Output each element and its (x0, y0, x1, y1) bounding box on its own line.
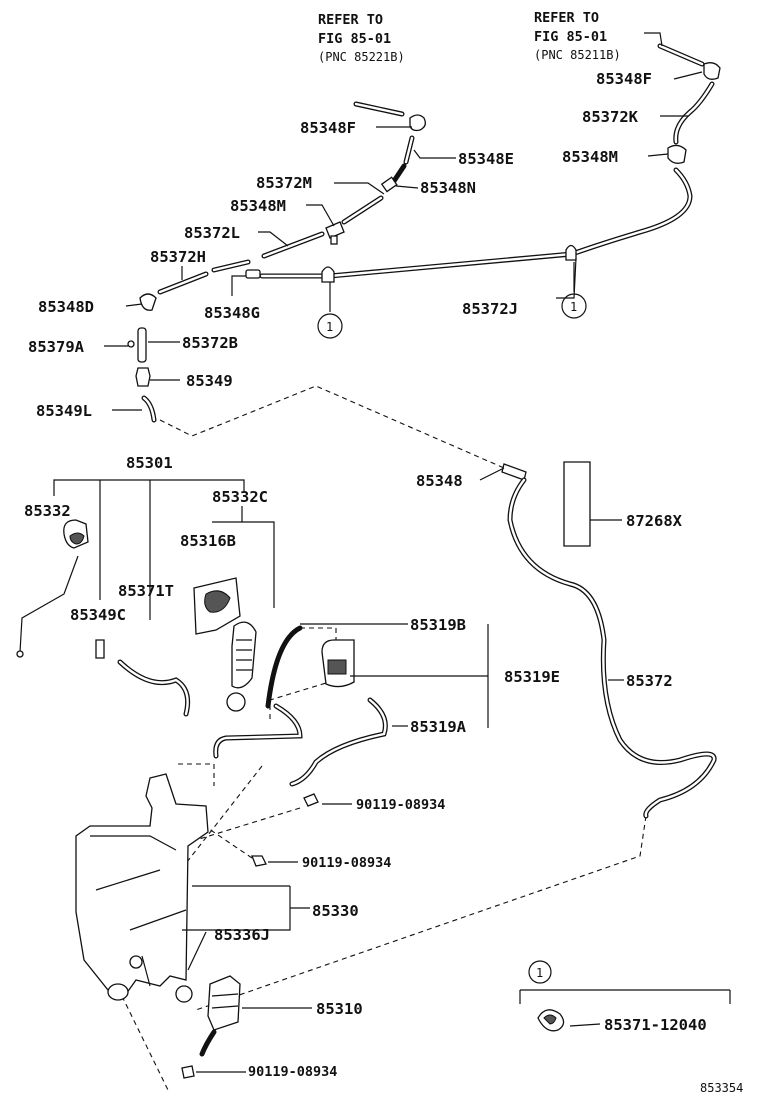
callout-1-left: 1 (326, 320, 333, 334)
label-85349L: 85349L (36, 402, 92, 420)
label-85349C: 85349C (70, 606, 126, 624)
upper-hose-network (127, 43, 721, 423)
label-85319A: 85319A (410, 718, 467, 736)
label-90119-upper: 90119-08934 (356, 797, 445, 813)
label-85348: 85348 (416, 472, 463, 490)
label-85348F-right: 85348F (596, 70, 652, 88)
label-85310: 85310 (316, 1000, 363, 1018)
label-85372J: 85372J (462, 300, 518, 318)
refer-note-right: REFER TO FIG 85-01 (PNC 85211B) (534, 10, 621, 62)
label-85371-12040: 85371-12040 (604, 1016, 707, 1034)
refer-right-line2: FIG 85-01 (534, 29, 607, 45)
refer-right-line1: REFER TO (534, 10, 599, 26)
legend-callout-1: 1 (536, 966, 543, 980)
label-85301: 85301 (126, 454, 173, 472)
label-85348G: 85348G (204, 304, 260, 322)
label-85372L: 85372L (184, 224, 240, 242)
label-85372B: 85372B (182, 334, 238, 352)
label-85348M-left: 85348M (230, 197, 286, 215)
label-85332C: 85332C (212, 488, 268, 506)
label-85319E: 85319E (504, 668, 560, 686)
label-90119-middle: 90119-08934 (302, 855, 391, 871)
refer-left-line2: FIG 85-01 (318, 31, 391, 47)
label-85332: 85332 (24, 502, 71, 520)
label-85372M: 85372M (256, 174, 312, 192)
label-85348N: 85348N (420, 179, 476, 197)
part-labels: 85348F 85372K 85348M 85348F 85348E 85372… (24, 70, 707, 1080)
label-85372K: 85372K (582, 108, 639, 126)
jar-subassembly (16, 479, 275, 717)
refer-right-line3: (PNC 85211B) (534, 48, 621, 62)
refer-left-line3: (PNC 85221B) (318, 50, 405, 64)
callout-1-right: 1 (570, 300, 577, 314)
label-85336J: 85336J (214, 926, 270, 944)
label-85319B: 85319B (410, 616, 466, 634)
label-85372H: 85372H (150, 248, 206, 266)
right-hose (479, 461, 717, 819)
label-85379A: 85379A (28, 338, 85, 356)
refer-left-line1: REFER TO (318, 12, 383, 28)
label-85348M-right: 85348M (562, 148, 618, 166)
figure-code: 853354 (700, 1081, 743, 1095)
label-85348F-left: 85348F (300, 119, 356, 137)
label-85348D: 85348D (38, 298, 94, 316)
label-90119-lower: 90119-08934 (248, 1064, 337, 1080)
leader-lines-upper (104, 32, 703, 411)
label-85330: 85330 (312, 902, 359, 920)
refer-note-left: REFER TO FIG 85-01 (PNC 85221B) (318, 12, 405, 64)
label-85371T: 85371T (118, 582, 174, 600)
reservoir-neck-group (213, 623, 489, 787)
label-85316B: 85316B (180, 532, 236, 550)
callouts: 1 1 1 (317, 293, 587, 980)
washer-tank (75, 773, 352, 1079)
label-85349: 85349 (186, 372, 233, 390)
label-85348E: 85348E (458, 150, 514, 168)
label-87268X: 87268X (626, 512, 683, 530)
legend (519, 960, 731, 1032)
label-85372: 85372 (626, 672, 673, 690)
